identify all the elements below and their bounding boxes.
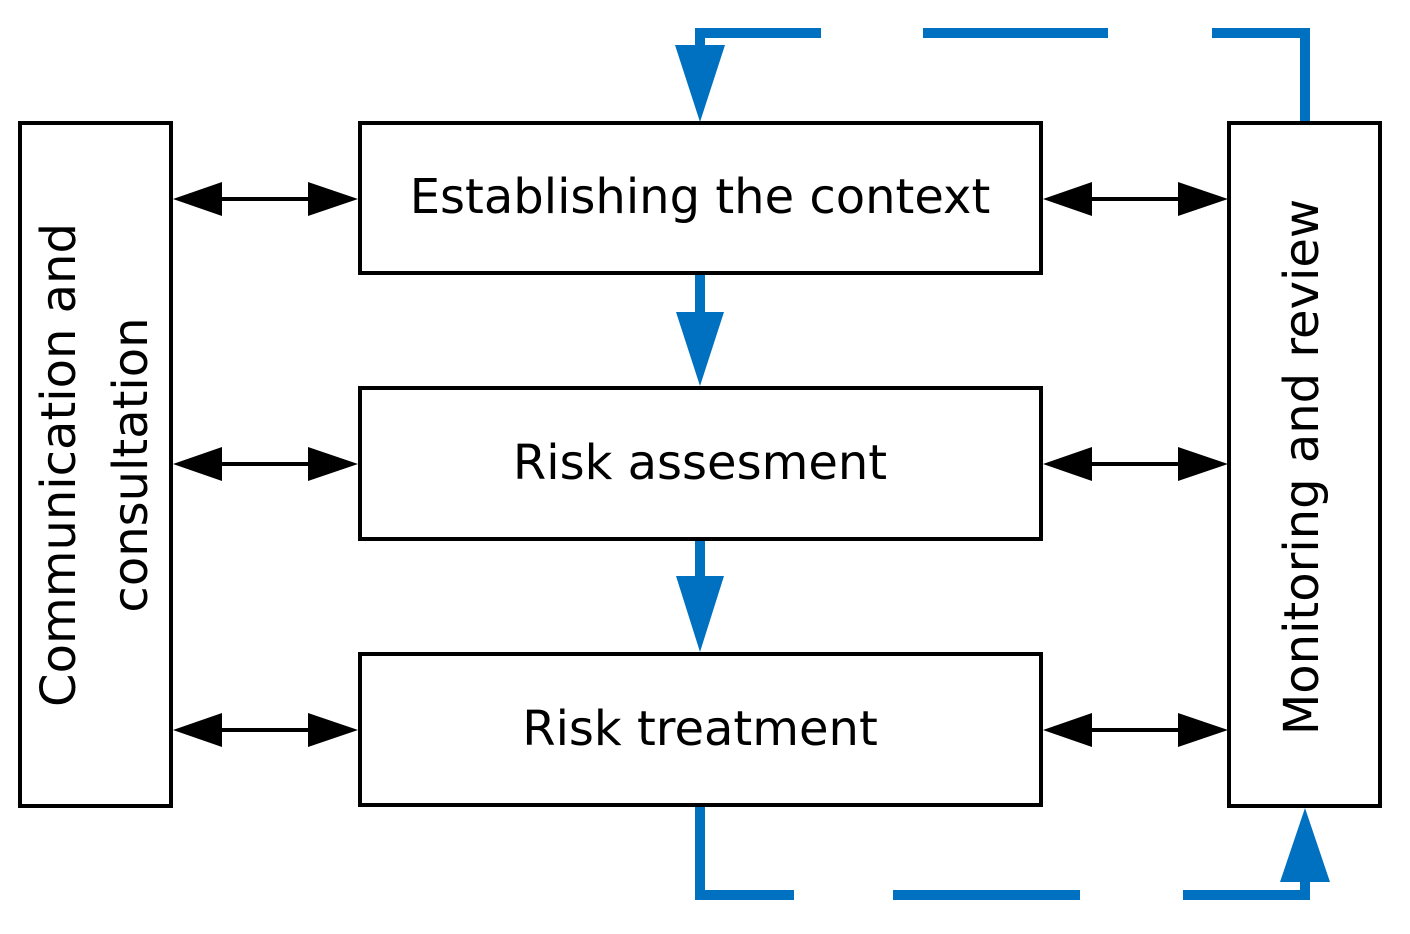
feedback-arrowhead-bottom bbox=[1280, 808, 1330, 882]
step-label: Risk treatment bbox=[522, 701, 878, 757]
connector-right-treatment bbox=[1043, 713, 1228, 747]
connector-left-assessment bbox=[173, 447, 358, 481]
flow-arrow-context-to-assessment bbox=[676, 272, 724, 386]
step-label: Risk assesment bbox=[513, 435, 887, 491]
communication-consultation-box: Communication and consultation bbox=[18, 121, 173, 808]
step-establishing-context: Establishing the context bbox=[358, 121, 1043, 275]
step-risk-assessment: Risk assesment bbox=[358, 386, 1043, 541]
monitoring-label: Monitoring and review bbox=[1274, 199, 1330, 735]
monitoring-review-box: Monitoring and review bbox=[1227, 121, 1382, 808]
communication-label-line2: consultation bbox=[103, 317, 159, 612]
connector-left-treatment bbox=[173, 713, 358, 747]
feedback-loop-top bbox=[675, 28, 1310, 128]
connector-left-context bbox=[173, 182, 358, 216]
step-risk-treatment: Risk treatment bbox=[358, 652, 1043, 807]
communication-label-line1: Communication and bbox=[31, 223, 87, 707]
feedback-arrowhead-top bbox=[675, 45, 725, 122]
connector-right-context bbox=[1043, 182, 1228, 216]
connector-right-assessment bbox=[1043, 447, 1228, 481]
step-label: Establishing the context bbox=[410, 169, 991, 225]
flow-arrow-assessment-to-treatment bbox=[676, 540, 724, 652]
feedback-loop-bottom bbox=[695, 805, 1330, 900]
